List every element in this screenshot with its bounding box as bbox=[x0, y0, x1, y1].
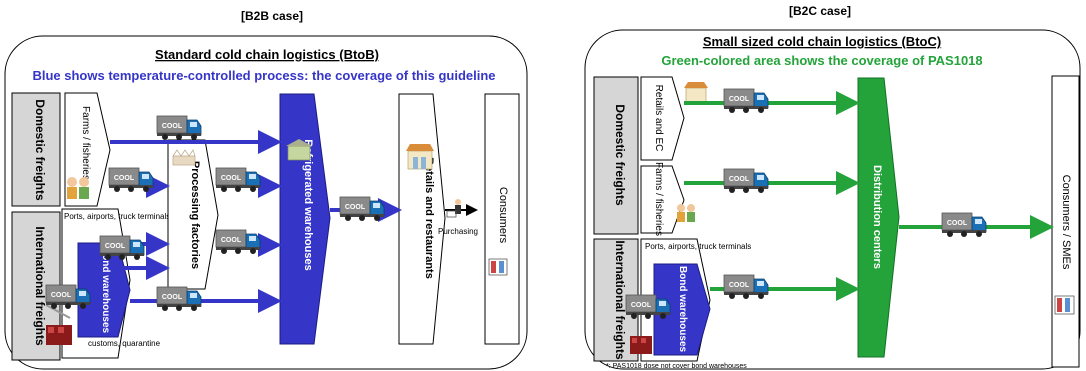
warehouse-icon bbox=[286, 139, 312, 161]
b2b-farms-shape bbox=[64, 92, 111, 207]
b2b-domestic-label: Domestic freights bbox=[33, 99, 47, 201]
b2c-domestic-box bbox=[593, 76, 639, 235]
port-crane-icon bbox=[630, 336, 652, 354]
truck-icon bbox=[215, 167, 261, 193]
shop-icon bbox=[406, 144, 434, 170]
b2b-refrigerated-label: Refrigerated warehouses bbox=[302, 139, 314, 270]
port-crane-icon bbox=[45, 304, 72, 345]
b2c-retails-shape bbox=[640, 76, 685, 161]
b2c-consumers-box bbox=[1051, 75, 1080, 368]
consumer-shopping-icon bbox=[1054, 295, 1075, 315]
b2c-distribution-label: Distribution centers bbox=[871, 165, 883, 269]
b2c-footnote: *: PAS1018 dose not cover bond warehouse… bbox=[606, 363, 747, 370]
b2c-case-label: [B2C case] bbox=[789, 4, 851, 18]
b2b-retails-label: Retails and restaurants bbox=[423, 157, 435, 279]
farmers-icon bbox=[677, 204, 695, 222]
truck-icon bbox=[723, 274, 769, 300]
b2b-ports-label: Ports, airports, truck terminals bbox=[64, 212, 170, 221]
truck-icon bbox=[215, 229, 261, 255]
truck-icon bbox=[156, 286, 202, 312]
b2c-farms-label: Farms / fisheries bbox=[653, 162, 664, 236]
b2c-domestic-label: Domestic freights bbox=[613, 104, 627, 206]
b2b-consumers-box bbox=[484, 93, 520, 345]
truck-icon bbox=[108, 167, 154, 193]
b2b-subtitle: Blue shows temperature-controlled proces… bbox=[32, 68, 495, 83]
truck-icon bbox=[45, 284, 91, 310]
b2c-distribution-centers bbox=[857, 77, 900, 358]
purchasing-label: Purchasing bbox=[438, 227, 478, 236]
b2b-bond-label: Bond warehouses bbox=[100, 247, 111, 334]
b2c-frame bbox=[584, 29, 1081, 370]
truck-icon bbox=[723, 168, 769, 194]
shop-icon bbox=[684, 82, 708, 103]
truck-icon bbox=[625, 294, 671, 320]
b2b-farms-label: Farms / fisheries bbox=[80, 106, 91, 180]
b2c-retails-label: Retails and EC bbox=[653, 85, 664, 152]
b2b-customs-label: customs, quarantine bbox=[88, 339, 161, 348]
farmers-icon bbox=[67, 177, 89, 199]
b2c-bond-warehouse bbox=[653, 263, 711, 356]
b2c-title: Small sized cold chain logistics (BtoC) bbox=[703, 34, 941, 49]
b2b-title: Standard cold chain logistics (BtoB) bbox=[155, 47, 379, 62]
shopper-icon bbox=[446, 199, 461, 218]
truck-icon bbox=[339, 196, 385, 222]
consumer-shopping-icon bbox=[488, 258, 508, 276]
b2b-consumers-label: Consumers bbox=[497, 187, 509, 244]
truck-icon bbox=[941, 212, 987, 238]
b2b-domestic-box bbox=[11, 92, 61, 207]
b2c-consumers-label: Consumers / SMEs bbox=[1060, 175, 1072, 270]
b2b-international-label: International freights bbox=[33, 226, 47, 346]
b2b-processing-label: Processing factories bbox=[189, 161, 201, 269]
b2b-case-label: [B2B case] bbox=[241, 9, 303, 23]
b2b-frame bbox=[4, 35, 528, 370]
b2c-international-label: International freights bbox=[613, 240, 627, 360]
factory-icon bbox=[172, 149, 196, 166]
b2c-ports-label: Ports, airports, truck terminals bbox=[645, 242, 751, 251]
b2c-bond-label: Bond warehouses bbox=[677, 266, 688, 353]
b2c-subtitle: Green-colored area shows the coverage of… bbox=[661, 53, 982, 68]
truck-icon bbox=[99, 235, 145, 261]
